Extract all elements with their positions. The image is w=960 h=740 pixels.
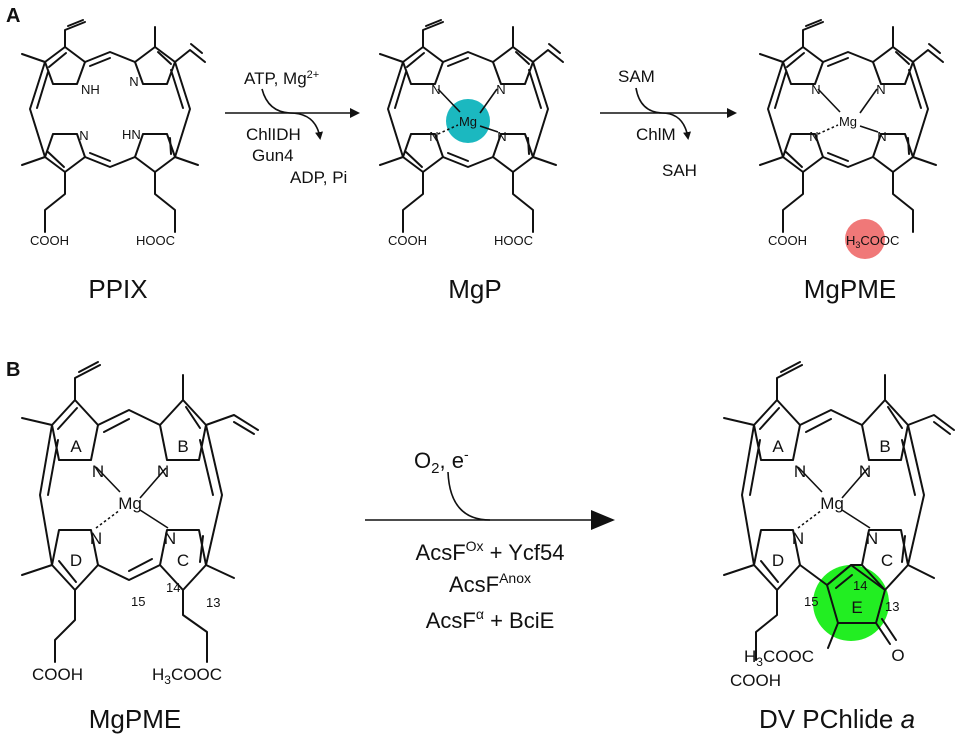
- mgpme-bottom-structure: N N N N Mg A B C D 15 14 13 COOH H3COOC: [21, 361, 259, 687]
- n-label: N: [497, 129, 506, 144]
- keto-oxygen-label: O: [891, 646, 904, 665]
- methyl-ester-label: H3COOC: [152, 665, 222, 687]
- reaction3-input: O2, e-: [414, 446, 469, 477]
- reaction1-enzyme2: Gun4: [252, 146, 294, 165]
- mg-label: Mg: [459, 114, 477, 129]
- n-label: N: [90, 529, 102, 548]
- reaction1-output: ADP, Pi: [290, 168, 347, 187]
- hn-label: HN: [122, 127, 141, 142]
- n-label: N: [92, 462, 104, 481]
- nh-label: NH: [81, 82, 100, 97]
- n-label: N: [811, 82, 820, 97]
- methyl-ester-label: H3COOC: [846, 233, 899, 250]
- carbon-number-14: 14: [166, 580, 180, 595]
- cooh-label: COOH: [768, 233, 807, 248]
- mg-label: Mg: [839, 114, 857, 129]
- cooh-label: COOH: [32, 665, 83, 684]
- methyl-ester-label: H3COOC: [744, 647, 814, 669]
- molecule-name-mgpme-bottom: MgPME: [89, 704, 181, 734]
- molecule-name-ppix: PPIX: [88, 274, 147, 304]
- molecule-name-mgp: MgP: [448, 274, 501, 304]
- n-label-d: N: [79, 128, 88, 143]
- ring-label-d: D: [70, 551, 82, 570]
- cooh-label: COOH: [730, 671, 781, 690]
- reaction2-output: SAH: [662, 161, 697, 180]
- cooh-label: COOH: [30, 233, 69, 248]
- hooc-label: HOOC: [136, 233, 175, 248]
- panel-label-a: A: [6, 5, 20, 27]
- ring-label-b: B: [879, 437, 890, 456]
- cooh-label: COOH: [388, 233, 427, 248]
- carbon-number-13: 13: [206, 595, 220, 610]
- ring-label-a: A: [772, 437, 784, 456]
- mg-label: Mg: [820, 494, 844, 513]
- carbon-number-13: 13: [885, 599, 899, 614]
- reaction3-condition-1: AcsFOx + Ycf54: [416, 538, 565, 565]
- reaction3-condition-3: AcsFα + BciE: [426, 606, 555, 633]
- n-label: N: [859, 462, 871, 481]
- reaction2-input: SAM: [618, 67, 655, 86]
- n-label: N: [164, 529, 176, 548]
- molecule-name-dv-pchlide: DV PChlide a: [759, 704, 915, 734]
- n-label: N: [809, 129, 818, 144]
- n-label: N: [431, 82, 440, 97]
- n-label: N: [496, 82, 505, 97]
- molecule-name-mgpme-top: MgPME: [804, 274, 896, 304]
- reaction-arrow-3: O2, e- AcsFOx + Ycf54 AcsFAnox AcsFα + B…: [365, 446, 615, 633]
- reaction1-input: ATP, Mg2+: [244, 69, 319, 88]
- reaction-arrow-2: SAM ChlM SAH: [600, 67, 737, 180]
- panel-label-b: B: [6, 359, 20, 381]
- n-label-b: N: [129, 74, 138, 89]
- ring-label-c: C: [177, 551, 189, 570]
- methyl-ester-highlight: [845, 219, 885, 259]
- reaction3-condition-2: AcsFAnox: [449, 570, 531, 597]
- reaction2-enzyme: ChlM: [636, 125, 676, 144]
- n-label: N: [794, 462, 806, 481]
- mg-label: Mg: [118, 494, 142, 513]
- n-label: N: [157, 462, 169, 481]
- ring-label-e: E: [851, 598, 862, 617]
- dv-pchlide-structure: N N N N Mg A B C D E 14 15 13 O H3COOC C…: [723, 361, 955, 690]
- carbon-number-15: 15: [804, 594, 818, 609]
- carbon-number-15: 15: [131, 594, 145, 609]
- reaction-arrow-1: ATP, Mg2+ ChlIDH Gun4 ADP, Pi: [225, 69, 360, 187]
- n-label: N: [866, 529, 878, 548]
- ring-label-b: B: [177, 437, 188, 456]
- carbon-number-14: 14: [853, 578, 867, 593]
- reaction1-enzyme1: ChlIDH: [246, 125, 301, 144]
- mgpme-top-structure: N N N N Mg COOH H3COOC: [759, 19, 944, 250]
- mgp-structure: N N N N Mg COOH HOOC: [379, 19, 564, 248]
- ppix-structure: NH N N HN COOH HOOC: [21, 19, 206, 248]
- hooc-label: HOOC: [494, 233, 533, 248]
- n-label: N: [792, 529, 804, 548]
- n-label: N: [876, 82, 885, 97]
- ring-label-d: D: [772, 551, 784, 570]
- ring-label-a: A: [70, 437, 82, 456]
- n-label: N: [429, 129, 438, 144]
- ring-label-c: C: [881, 551, 893, 570]
- n-label: N: [877, 129, 886, 144]
